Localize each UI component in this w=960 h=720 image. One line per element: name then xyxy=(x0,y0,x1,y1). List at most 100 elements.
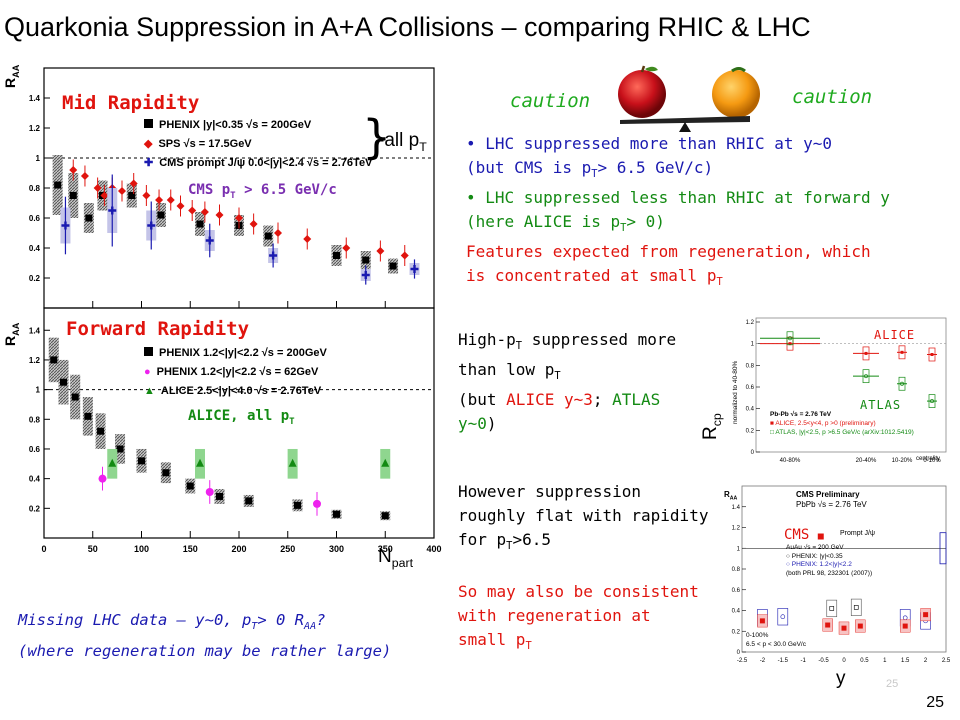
rcp-atlas-point xyxy=(788,336,792,341)
cms-pt-cut: 6.5 < p < 30.0 GeV/c xyxy=(746,641,806,648)
legend-phenix-fwd: PHENIX 1.2<|y|<2.2 √s = 200GeV xyxy=(144,344,327,363)
y-tick-label: 0.8 xyxy=(29,415,41,424)
cms-x-tick-label: 0.5 xyxy=(860,658,869,664)
bullet-list: • LHC suppressed more than RHIC at y~0 (… xyxy=(466,132,946,295)
cms-point xyxy=(361,271,370,279)
cms-point xyxy=(410,265,419,273)
rcp-atlas-point xyxy=(900,381,904,386)
bullet-2: • LHC suppressed less than RHIC at forwa… xyxy=(466,188,890,235)
caution-left: caution xyxy=(510,90,591,112)
bracket: } xyxy=(362,110,392,164)
rcp-alice-point xyxy=(788,342,792,346)
rcp-y-tick-label: 0.8 xyxy=(746,363,755,369)
rcp-y-tick-label: 1.2 xyxy=(746,320,755,326)
cms-phenix-mid-box xyxy=(850,598,862,616)
cms-y-tick-label: 0.8 xyxy=(732,567,741,573)
bullet-1: • LHC suppressed more than RHIC at y~0 (… xyxy=(466,134,833,181)
rcp-x-tick-label: 40-80% xyxy=(780,458,801,462)
rcp-y-tick-label: 0.6 xyxy=(746,385,755,391)
rcp-atlas-label: ATLAS xyxy=(860,398,902,412)
sps-point xyxy=(93,184,102,192)
phenix-mid-point xyxy=(85,214,93,222)
cms-x-tick-label: 1.5 xyxy=(901,658,910,664)
cms-global-unc xyxy=(939,532,947,565)
legend-cms: ✚CMS prompt J/ψ 0.0<|y|<2.4 √s = 2.76TeV xyxy=(144,157,373,169)
rcp-atlas-box xyxy=(898,376,906,391)
y-tick-label: 1 xyxy=(36,386,41,395)
phenix-mid-point xyxy=(128,192,136,199)
sps-point xyxy=(80,172,89,180)
y-tick-label: 1 xyxy=(36,154,41,163)
balance-illustration xyxy=(600,64,770,134)
top-legend: PHENIX |y|<0.35 √s = 200GeV ◆SPS √s = 17… xyxy=(144,116,372,173)
bottom-y-axis-label: RAA xyxy=(2,322,21,346)
y-tick-label: 1.2 xyxy=(29,356,41,365)
sps-point xyxy=(188,206,197,215)
phenix-fwd-point xyxy=(162,469,170,477)
phenix-fwd-point xyxy=(294,501,301,509)
x-tick-label: 250 xyxy=(280,544,295,554)
y-tick-label: 0.4 xyxy=(29,475,41,484)
cms-red-label: CMS ■ xyxy=(784,527,824,543)
y-tick-label: 1.4 xyxy=(29,94,41,103)
phenix62-point xyxy=(313,499,321,508)
phenix62-point xyxy=(98,474,107,483)
cms-x-tick-label: -2.5 xyxy=(737,658,748,664)
cms-legend: AuAu √s = 200 GeV ○ PHENIX: |y|<0.35 ○ P… xyxy=(786,544,873,577)
rcp-legend: Pb-Pb √s = 2.76 TeV ■ ALICE, 2.5<y<4, p … xyxy=(770,411,914,436)
rcp-alice-point xyxy=(930,353,934,356)
y-tick-label: 0.4 xyxy=(29,244,41,253)
cms-y-tick-label: 0.2 xyxy=(732,629,741,635)
alice-point xyxy=(288,458,297,467)
top-y-axis-label: RAA xyxy=(2,64,21,88)
rcp-x-tick-label: 10-20% xyxy=(892,458,913,462)
sps-point xyxy=(200,208,209,216)
phenix-mid-point xyxy=(196,220,204,228)
rcp-atlas-box xyxy=(928,394,936,408)
phenix-mid-point xyxy=(333,252,340,259)
alice-pt-note: ALICE, all pT xyxy=(188,408,295,427)
phenix-fwd-point xyxy=(138,457,145,465)
sps-point xyxy=(142,191,151,200)
x-tick-label: 300 xyxy=(329,544,344,554)
cms-phenix-fwd-box xyxy=(777,608,789,626)
cms-y-tick-label: 1.4 xyxy=(732,505,741,511)
cms-y-tick-label: 1.2 xyxy=(732,526,741,532)
rcp-svg: 00.20.40.60.811.240-80%20-40%10-20%0-10%… xyxy=(746,317,947,464)
phenix-mid-point xyxy=(362,256,370,264)
high-pt-text: High-pT suppressed more than low pT (but… xyxy=(458,330,677,434)
phenix-mid-point xyxy=(157,211,165,219)
rcp-y-tick-label: 0.2 xyxy=(746,428,755,434)
cms-point xyxy=(61,221,70,230)
phenix-fwd-point xyxy=(333,510,340,518)
cms-point xyxy=(923,612,929,618)
phenix62-point xyxy=(205,488,214,496)
cms-point xyxy=(108,206,117,215)
cms-x-tick-label: -0.5 xyxy=(818,658,829,664)
phenix-fwd-point xyxy=(245,497,253,505)
sps-point xyxy=(100,191,109,200)
x-tick-label: 150 xyxy=(183,544,198,554)
rcp-y-label: Rcp xyxy=(700,413,724,440)
x-tick-label: 200 xyxy=(231,544,246,554)
balance-icon xyxy=(620,116,750,132)
rcp-atlas-box xyxy=(862,369,870,384)
rcp-x-tick-label: 0-10% xyxy=(923,458,941,462)
alice-point xyxy=(108,458,117,467)
alice-point xyxy=(381,458,390,467)
rcp-alice-box xyxy=(862,346,870,361)
phenix-mid-point xyxy=(389,262,397,270)
cms-pt-note: CMS pT > 6.5 GeV/c xyxy=(188,182,337,201)
cms-phenix-fwd-point xyxy=(780,614,786,620)
sps-point xyxy=(69,166,78,174)
cms-phenix-mid-box xyxy=(826,599,838,618)
rcp-alice-label: ALICE xyxy=(874,328,916,342)
cms-y-tick-label: 0.6 xyxy=(732,588,741,594)
however-text: However suppression roughly flat with ra… xyxy=(458,482,709,553)
phenix-fwd-point xyxy=(216,492,223,500)
rcp-x-tick-label: 20-40% xyxy=(856,458,877,462)
phenix-fwd-point xyxy=(97,427,105,435)
rcp-alice-point xyxy=(900,350,904,354)
